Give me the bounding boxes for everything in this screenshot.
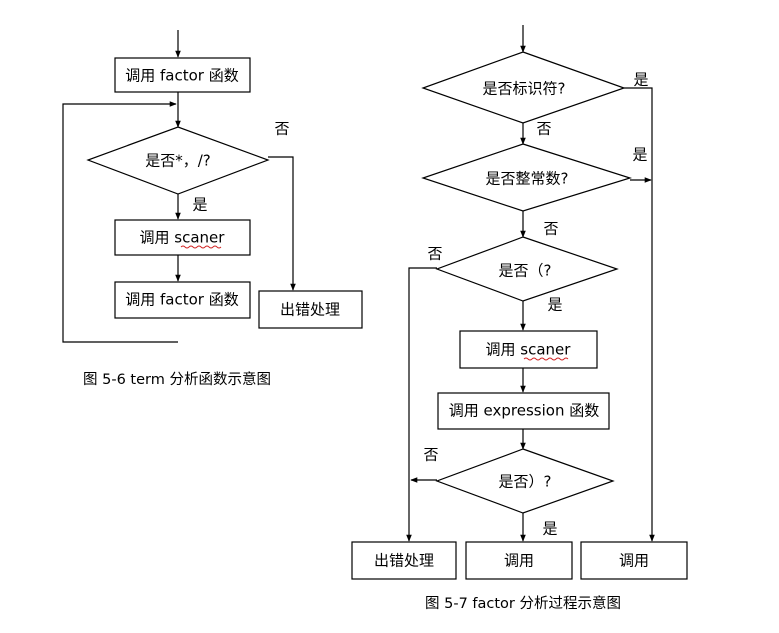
spellcheck-squiggle: [180, 245, 222, 249]
node-call-scaner-box: [114, 219, 251, 256]
label-lparen-no: 否: [427, 245, 442, 263]
node-call-factor-2-box: [114, 281, 251, 319]
node-call-b-box: [580, 541, 688, 580]
node-error-label: 出错处理: [280, 301, 340, 319]
edge-identifier-yes: [624, 87, 655, 542]
spellcheck-squiggle-2: [523, 357, 569, 361]
figure-term: 调用 factor 函数 是否*，/? 否 是 调用 scaner 调用 fac…: [62, 30, 363, 388]
label-integer-yes: 是: [632, 146, 647, 164]
label-rparen-no: 否: [423, 446, 438, 464]
node-call-scaner-2-label: 调用 scaner: [486, 341, 572, 359]
node-call-a-box: [465, 541, 573, 580]
node-error-2-label: 出错处理: [374, 552, 434, 570]
node-decision-lparen-label: 是否（?: [499, 262, 552, 280]
node-call-a-label: 调用: [504, 552, 534, 570]
label-lparen-yes: 是: [547, 296, 562, 314]
label-integer-no: 否: [543, 220, 558, 238]
caption-figure-term: 图 5-6 term 分析函数示意图: [83, 370, 271, 388]
label-yes: 是: [192, 196, 207, 214]
node-call-scaner-label: 调用 scaner: [140, 229, 226, 247]
label-no: 否: [274, 120, 289, 138]
node-call-factor-1-box: [114, 57, 251, 93]
edge-loop-back: [62, 101, 178, 343]
node-error-box: [258, 290, 363, 329]
label-rparen-yes: 是: [542, 520, 557, 538]
node-decision-integer-label: 是否整常数?: [486, 170, 569, 188]
node-call-factor-2-label: 调用 factor 函数: [125, 291, 238, 309]
figure-factor: 是否标识符? 是 否 是否整常数? 是 否 是否（? 否 是 调用 scaner: [351, 25, 688, 612]
node-decision-identifier-label: 是否标识符?: [483, 80, 566, 98]
label-identifier-yes: 是: [633, 71, 648, 89]
edge-lparen-no: [406, 267, 437, 542]
node-call-b-label: 调用: [619, 552, 649, 570]
edge-decision-no: [268, 156, 296, 291]
node-call-expression-label: 调用 expression 函数: [449, 402, 599, 420]
caption-figure-factor: 图 5-7 factor 分析过程示意图: [425, 594, 621, 612]
node-call-factor-1-label: 调用 factor 函数: [125, 67, 238, 85]
node-call-expression-box: [437, 392, 610, 430]
node-decision-rparen-label: 是否）?: [499, 473, 552, 491]
label-identifier-no: 否: [536, 120, 551, 138]
node-decision-mul-div-label: 是否*，/?: [145, 152, 211, 170]
node-call-scaner-2-box: [459, 330, 598, 369]
node-error-2-box: [351, 541, 457, 580]
